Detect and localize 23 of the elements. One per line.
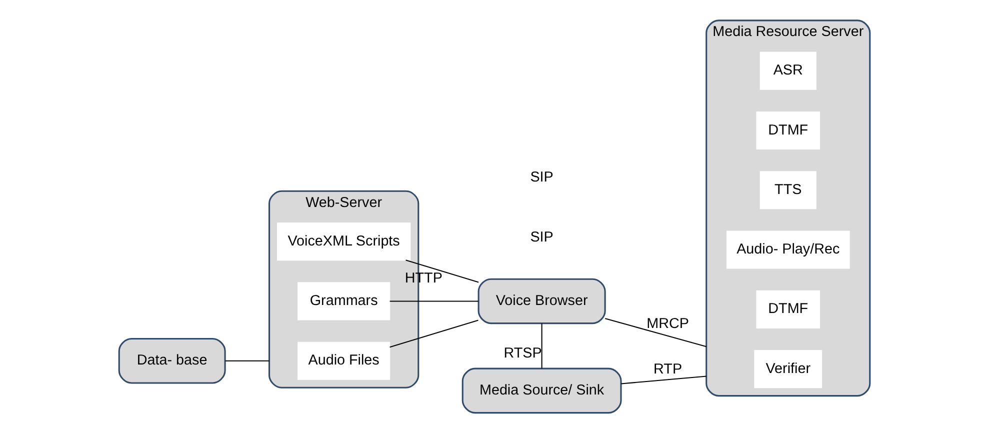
label: SIP	[530, 170, 554, 186]
edge-label: MRCP	[646, 316, 689, 332]
node-box: Audio- Play/Rec	[726, 230, 850, 269]
edge-label: RTSP	[504, 345, 542, 362]
node-box: Media Source/ Sink	[462, 368, 622, 414]
node-box: VoiceXML Scripts	[276, 222, 411, 261]
node-box: DTMF	[756, 290, 820, 328]
connector	[390, 320, 478, 348]
node-box: Verifier	[754, 350, 822, 388]
node-box: TTS	[760, 171, 816, 210]
edge-label: RTP	[654, 361, 682, 378]
node-box: Audio Files	[298, 342, 390, 380]
connector	[621, 376, 706, 384]
node-box: Grammars	[298, 282, 390, 320]
node-box: Data- base	[118, 338, 226, 384]
connector	[225, 360, 270, 362]
node-box: DTMF	[756, 111, 820, 150]
label: SIP	[530, 229, 554, 246]
connector	[604, 318, 706, 348]
connector	[541, 324, 542, 368]
connector	[390, 300, 478, 302]
node-box: ASR	[760, 52, 816, 90]
node-box: Voice Browser	[478, 278, 606, 324]
